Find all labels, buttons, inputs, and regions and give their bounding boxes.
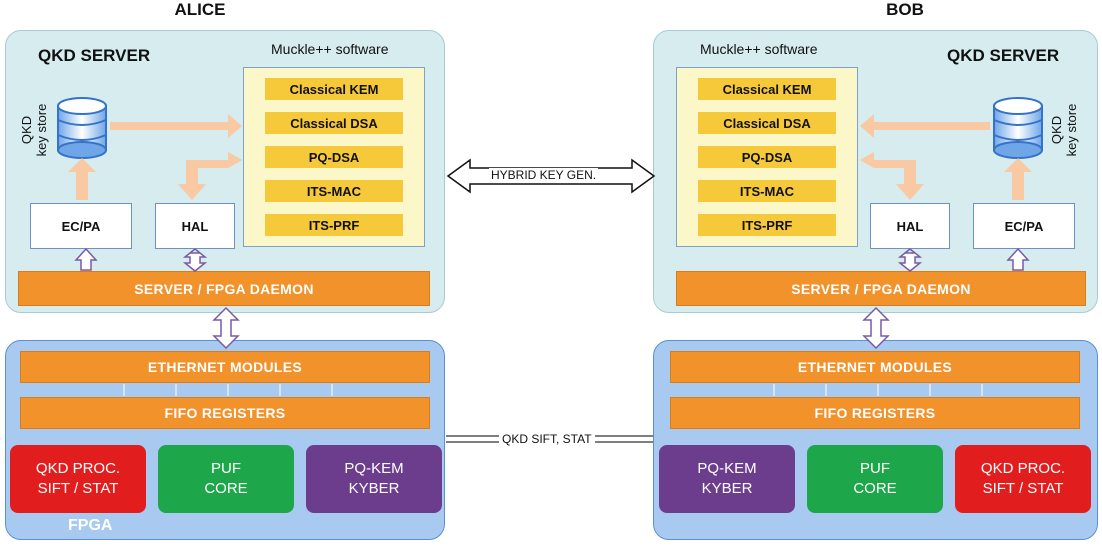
bob-server-title: QKD SERVER bbox=[947, 46, 1060, 65]
alice-peach-arrows bbox=[68, 114, 242, 200]
bob-hal-software-arrow bbox=[860, 152, 924, 200]
alice-ecpa-box: EC/PA bbox=[30, 203, 132, 249]
alice-fifo-bar: FIFO REGISTERS bbox=[20, 397, 430, 429]
hybrid-key-gen-label: HYBRID KEY GEN. bbox=[489, 168, 599, 182]
alice-puf-block: PUF CORE bbox=[158, 445, 294, 513]
alice-ecpa-to-db-arrow bbox=[68, 158, 96, 200]
alice-ethernet-bar: ETHERNET MODULES bbox=[20, 351, 430, 383]
bob-sw-pq-dsa: PQ-DSA bbox=[698, 146, 836, 168]
alice-sw-pq-dsa: PQ-DSA bbox=[265, 146, 403, 168]
bob-qkd-proc-block: QKD PROC. SIFT / STAT bbox=[955, 445, 1091, 513]
alice-daemon-to-ecpa-arrow bbox=[74, 247, 98, 271]
bob-hal-box: HAL bbox=[870, 203, 950, 249]
alice-puf-line1: PUF bbox=[211, 460, 241, 477]
alice-qkd-proc-line2: SIFT / STAT bbox=[37, 480, 119, 497]
alice-fpga-label: FPGA bbox=[68, 517, 113, 534]
alice-sw-classical-dsa: Classical DSA bbox=[265, 112, 403, 134]
alice-pqkem-block: PQ-KEM KYBER bbox=[306, 445, 442, 513]
alice-sw-classical-kem: Classical KEM bbox=[265, 78, 403, 100]
bob-sw-classical-dsa: Classical DSA bbox=[698, 112, 836, 134]
alice-database-icon bbox=[57, 97, 107, 159]
alice-db-to-software-arrow bbox=[110, 114, 242, 138]
bob-ecpa-box: EC/PA bbox=[973, 203, 1075, 249]
bob-database-icon bbox=[993, 97, 1043, 159]
bob-fifo-bar: FIFO REGISTERS bbox=[670, 397, 1080, 429]
alice-qkd-proc-line1: QKD PROC. bbox=[35, 460, 121, 477]
ethernet-dividers bbox=[123, 384, 983, 396]
alice-hal-daemon-arrow bbox=[182, 248, 208, 272]
alice-sw-its-prf: ITS-PRF bbox=[265, 214, 403, 236]
bob-title: BOB bbox=[886, 0, 924, 19]
alice-daemon-fpga-arrow bbox=[212, 306, 240, 350]
bob-pqkem-line2: KYBER bbox=[701, 480, 753, 497]
qkd-sift-label: QKD SIFT, STAT bbox=[499, 432, 595, 446]
bob-puf-line1: PUF bbox=[860, 460, 890, 477]
alice-title: ALICE bbox=[174, 0, 226, 19]
alice-sw-its-mac: ITS-MAC bbox=[265, 180, 403, 202]
bob-software-label: Muckle++ software bbox=[700, 41, 818, 57]
bob-db-to-software-arrow bbox=[860, 114, 990, 138]
bob-ethernet-bar: ETHERNET MODULES bbox=[670, 351, 1080, 383]
bob-daemon-bar: SERVER / FPGA DAEMON bbox=[676, 271, 1086, 306]
bob-daemon-to-ecpa-arrow bbox=[1006, 247, 1030, 271]
alice-puf-line2: CORE bbox=[204, 480, 248, 497]
bob-sw-its-prf: ITS-PRF bbox=[698, 214, 836, 236]
alice-daemon-bar: SERVER / FPGA DAEMON bbox=[18, 271, 430, 306]
bob-qkd-proc-line1: QKD PROC. bbox=[980, 460, 1066, 477]
alice-qkd-proc-block: QKD PROC. SIFT / STAT bbox=[10, 445, 146, 513]
bob-pqkem-block: PQ-KEM KYBER bbox=[659, 445, 795, 513]
alice-server-title: QKD SERVER bbox=[38, 46, 151, 65]
bob-qkd-proc-line2: SIFT / STAT bbox=[982, 480, 1064, 497]
bob-hal-daemon-arrow bbox=[897, 248, 923, 272]
bob-sw-its-mac: ITS-MAC bbox=[698, 180, 836, 202]
alice-hal-box: HAL bbox=[155, 203, 235, 249]
alice-pqkem-line1: PQ-KEM bbox=[344, 460, 404, 477]
alice-pqkem-line2: KYBER bbox=[348, 480, 400, 497]
bob-peach-arrows bbox=[860, 114, 1032, 200]
bob-daemon-fpga-arrow bbox=[862, 306, 890, 350]
bob-puf-line2: CORE bbox=[853, 480, 897, 497]
alice-hal-software-arrow-head bbox=[186, 152, 242, 168]
bob-ecpa-to-db-arrow bbox=[1004, 158, 1032, 200]
bob-sw-classical-kem: Classical KEM bbox=[698, 78, 836, 100]
bob-puf-block: PUF CORE bbox=[807, 445, 943, 513]
alice-software-label: Muckle++ software bbox=[271, 41, 389, 57]
bob-pqkem-line1: PQ-KEM bbox=[697, 460, 757, 477]
